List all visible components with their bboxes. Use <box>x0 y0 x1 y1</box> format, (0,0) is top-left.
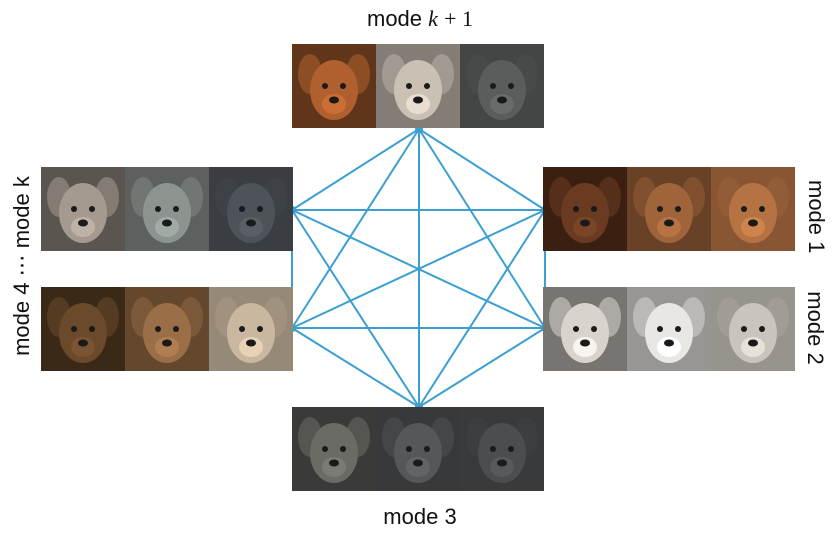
mode-word: mode <box>9 193 34 249</box>
dog-photo <box>711 167 795 251</box>
graph-edge <box>291 209 420 408</box>
dog-photo <box>460 44 544 128</box>
graph-edge <box>291 128 420 211</box>
k-variable: k <box>9 176 34 188</box>
photo-group-cavaliers <box>543 167 795 251</box>
mode-3-label: mode 3 <box>383 504 457 529</box>
dog-photo <box>711 287 795 371</box>
dog-photo <box>41 167 125 251</box>
dog-photo <box>125 287 209 371</box>
photo-group-maltese <box>543 287 795 371</box>
dog-photo <box>543 287 627 371</box>
graph-edges <box>288 125 549 411</box>
dog-photo <box>125 167 209 251</box>
ellipsis-dots: ⋯ <box>9 254 34 277</box>
graph-edge <box>418 327 546 408</box>
dog-photo <box>627 167 711 251</box>
dog-photo <box>209 287 293 371</box>
dog-photo <box>292 407 376 491</box>
dog-photo <box>543 167 627 251</box>
photo-group-ibizan-hounds <box>41 287 293 371</box>
mode-4-text: mode 4 <box>9 282 34 356</box>
k-variable: k <box>428 6 438 31</box>
dog-photo <box>376 407 460 491</box>
dog-photo <box>41 287 125 371</box>
photo-group-wolves <box>292 44 544 128</box>
mode-word: mode <box>367 6 423 31</box>
mode-1-label: mode 1 <box>804 180 829 254</box>
photo-group-weimaraners <box>41 167 293 251</box>
dog-photo <box>627 287 711 371</box>
dog-photo <box>209 167 293 251</box>
graph-edge <box>418 209 546 408</box>
dog-photo <box>460 407 544 491</box>
mode-4-to-k-label: mode 4 ⋯ mode k <box>9 136 35 396</box>
dog-photo <box>376 44 460 128</box>
graph-edge <box>418 128 546 329</box>
graph-edge <box>291 128 420 329</box>
mode-k-plus-1-label: mode k + 1 <box>0 6 840 32</box>
photo-group-wolfhounds <box>292 407 544 491</box>
dog-photo <box>292 44 376 128</box>
graph-edge <box>291 327 420 408</box>
mode-2-label: mode 2 <box>803 291 828 365</box>
graph-edge <box>418 128 546 211</box>
plus-one: + 1 <box>444 6 473 31</box>
graph-edge <box>291 209 546 329</box>
